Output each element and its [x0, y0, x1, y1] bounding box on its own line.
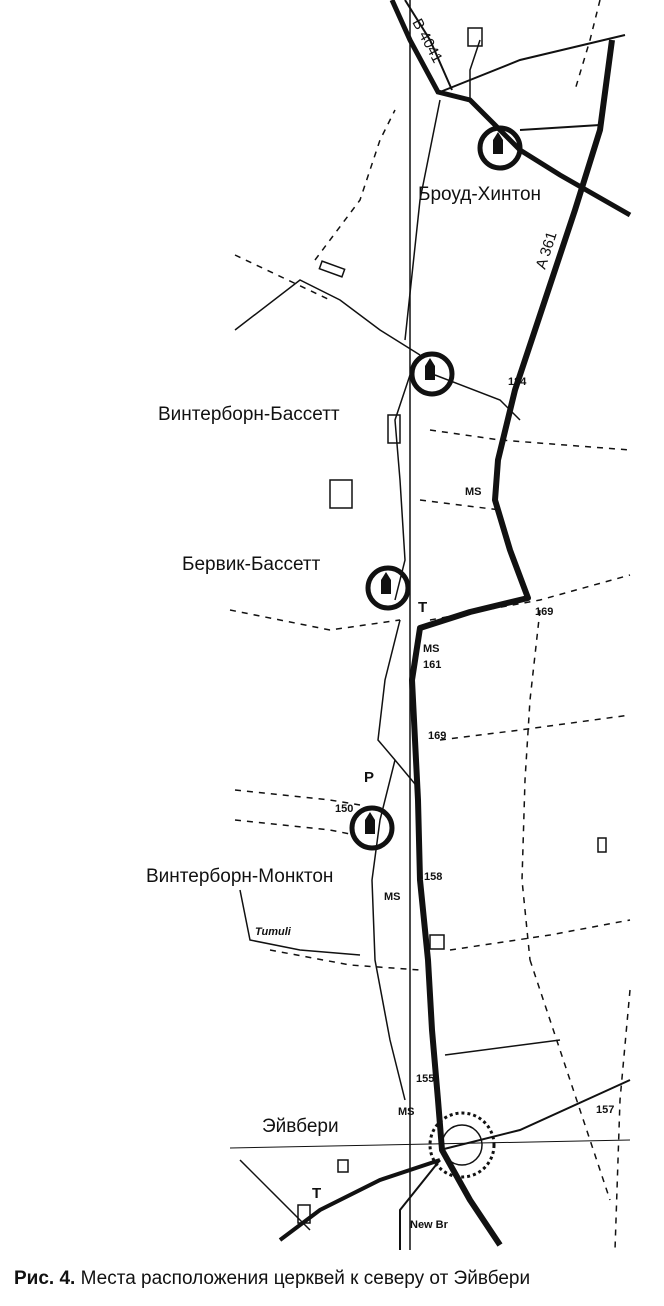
minor-road	[469, 39, 481, 100]
map: B 4041 A 361 184 MS 169 MS 161 169 150 1…	[146, 0, 632, 1250]
minor-road	[444, 1039, 561, 1056]
spot-height: 157	[596, 1104, 614, 1116]
building	[329, 479, 353, 509]
place-label-berwick-bassett: Бервик-Бассетт	[182, 554, 321, 575]
spot-height: 169	[535, 606, 553, 618]
footpath	[234, 819, 356, 836]
building	[297, 1204, 311, 1224]
minor-road	[278, 1158, 441, 1242]
milestone: MS	[423, 643, 440, 655]
minor-road	[404, 99, 441, 341]
footpath	[234, 254, 331, 301]
road-b4041-edge	[404, 0, 453, 91]
church-marker-winterbourne-monkton	[349, 805, 395, 851]
place-label-broud-hinton: Броуд-Хинтон	[418, 184, 541, 205]
minor-road	[234, 279, 421, 356]
minor-road	[439, 1079, 631, 1151]
spot-height: 150	[335, 803, 353, 815]
place-label-avebury: Эйвбери	[262, 1116, 339, 1137]
footpath	[429, 574, 631, 621]
spot-height: 158	[424, 871, 442, 883]
stone-circle	[428, 1111, 496, 1179]
minor-road	[399, 1159, 441, 1250]
road-a361	[409, 39, 615, 1247]
minor-road	[239, 1159, 311, 1231]
church-marker-broud-hinton	[477, 125, 523, 171]
footpath	[429, 429, 631, 451]
footpath	[449, 919, 631, 951]
footpath	[439, 714, 631, 741]
footpath	[314, 109, 396, 261]
telephone-mark: T	[418, 599, 427, 616]
parking-mark: P	[364, 769, 374, 786]
minor-road	[434, 374, 521, 421]
minor-road	[439, 34, 626, 93]
building	[429, 934, 445, 950]
telephone-mark: T	[312, 1185, 321, 1202]
footpath	[229, 609, 401, 631]
place-label-winterbourne-monkton: Винтерборн-Монктон	[146, 866, 333, 887]
building	[337, 1159, 349, 1173]
spot-height: 184	[508, 376, 527, 388]
building	[467, 27, 483, 47]
building	[597, 837, 607, 853]
tumuli-mark: Tumuli	[255, 926, 292, 938]
place-label-winterbourne-bassett: Винтерборн-Бассетт	[158, 404, 340, 425]
grid-line	[229, 1139, 631, 1149]
spot-height: 161	[423, 659, 441, 671]
figure-caption: Рис. 4. Места расположения церквей к сев…	[14, 1268, 654, 1290]
spot-height: 155	[416, 1073, 434, 1085]
milestone: MS	[398, 1106, 415, 1118]
minor-road	[394, 374, 411, 601]
spot-height: 169	[428, 730, 446, 742]
caption-prefix: Рис. 4.	[14, 1268, 76, 1289]
footpath	[614, 989, 631, 1250]
footpath	[521, 609, 541, 961]
footpath	[269, 949, 421, 971]
stone-circle-inner	[441, 1124, 483, 1166]
footpath	[419, 499, 501, 511]
minor-road	[377, 619, 421, 791]
footpath	[529, 959, 611, 1201]
minor-road	[519, 124, 601, 131]
building	[318, 260, 346, 278]
bridge-mark: New Br	[410, 1219, 449, 1231]
minor-road	[239, 889, 361, 956]
road-label-b4041: B 4041	[408, 16, 445, 66]
church-marker-berwick-bassett	[365, 565, 411, 611]
footpath	[574, 0, 601, 91]
building	[387, 414, 401, 444]
caption-text: Места расположения церквей к северу от Э…	[75, 1268, 531, 1289]
church-marker-winterbourne-bassett	[409, 351, 455, 397]
milestone: MS	[465, 486, 482, 498]
milestone: MS	[384, 891, 401, 903]
